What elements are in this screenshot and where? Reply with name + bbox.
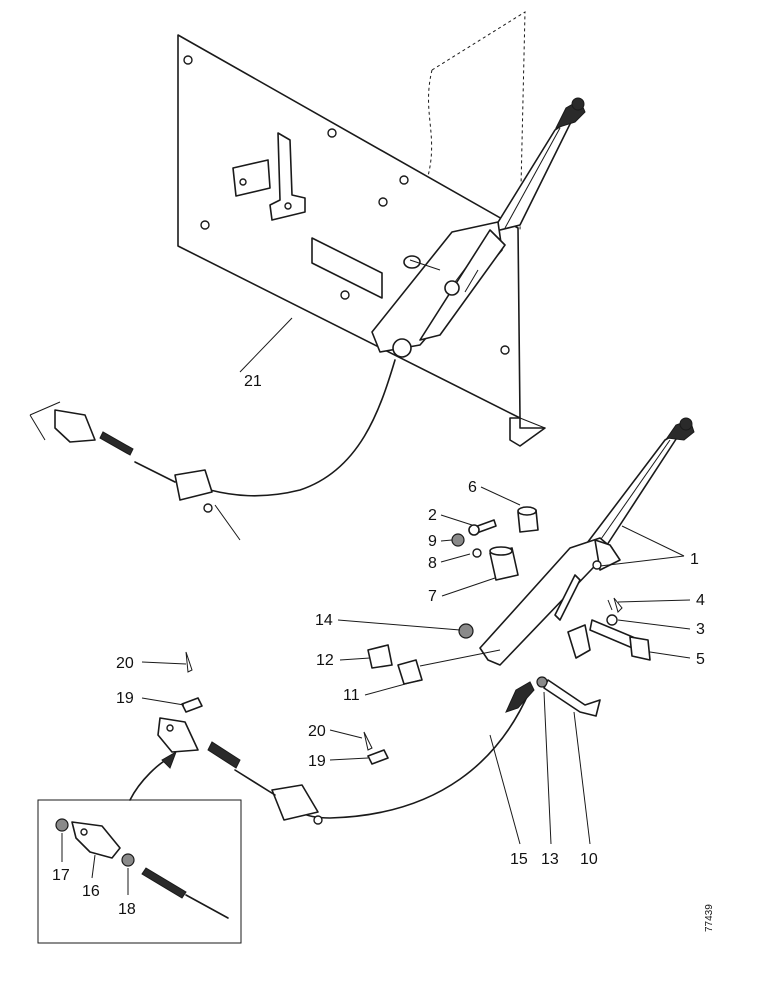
callout-19-lower: 19: [308, 753, 326, 770]
nut-13: [536, 676, 548, 688]
upper-lever-side-plate: [419, 229, 506, 341]
callout-13: 13: [541, 851, 559, 868]
callout-labels: 21 1 6 2 9 8 7 4 3 5 14 12 11 20 19 20 1…: [52, 373, 705, 918]
upper-lever-pin: [403, 255, 421, 269]
split-pin-20a: [185, 651, 193, 673]
lower-cable-threaded-end: [207, 741, 241, 769]
lower-cable-abutment: [271, 784, 319, 821]
callout-11: 11: [343, 687, 360, 704]
plate-bracket-left: [232, 159, 271, 197]
drawing-reference-number: 77439: [704, 904, 715, 932]
inset-locknut-18: [121, 853, 135, 867]
plate-hole: [200, 220, 210, 230]
washer-8: [472, 548, 482, 558]
callout-14: 14: [315, 612, 333, 629]
plate-hole: [500, 345, 510, 355]
lower-cable-line: [299, 689, 531, 819]
inset-pointer-curve: [129, 757, 171, 801]
lower-lever-pawl-plate: [594, 539, 621, 571]
upper-lever-assembly: [371, 97, 586, 358]
callout-21: 21: [244, 373, 262, 390]
clip-12: [367, 644, 393, 669]
split-pin-20b: [363, 731, 373, 751]
bolt-10: [543, 679, 601, 717]
callout-8: 8: [428, 555, 437, 572]
upper-cable-abutment: [174, 469, 213, 501]
upper-lever-arm: [491, 117, 574, 233]
plate-hole: [340, 290, 350, 300]
callout-20-lower: 20: [308, 723, 326, 740]
clevis-pin-19a: [181, 697, 203, 713]
callout-7: 7: [428, 588, 437, 605]
split-pin-4: [613, 597, 623, 613]
lower-lever-ratchet-plate: [479, 537, 613, 666]
upper-chassis-bracket: [29, 401, 241, 541]
inset-detail: [37, 750, 242, 944]
plate-hole: [327, 128, 337, 138]
callout-10: 10: [580, 851, 598, 868]
nut-14: [458, 623, 474, 639]
plate-flange: [509, 417, 546, 447]
callout-20-upper: 20: [116, 655, 134, 672]
upper-cable-clevis: [54, 409, 96, 443]
inset-nut-17: [55, 818, 69, 832]
plate-hole: [399, 175, 409, 185]
leader-lines: [61, 317, 691, 895]
lower-lever-arm: [577, 429, 683, 556]
lower-lever-slot: [554, 574, 581, 621]
lower-lever-assembly: [479, 417, 695, 666]
callout-6: 6: [468, 479, 477, 496]
plate-bracket-right: [269, 132, 306, 221]
inset-clevis-16: [71, 821, 121, 859]
inset-pointer-arrowhead: [161, 750, 177, 769]
nut-9: [451, 533, 465, 547]
lower-lever-clevis-bracket: [567, 624, 591, 659]
callout-4: 4: [696, 592, 705, 609]
upper-lever-pivot-nut: [392, 338, 412, 358]
callout-9: 9: [428, 533, 437, 550]
small-parts: [181, 506, 651, 765]
plate-hole: [378, 197, 388, 207]
washer-3: [606, 614, 618, 626]
callout-18: 18: [118, 901, 136, 918]
inset-frame: [37, 799, 242, 944]
bush-11: [397, 659, 423, 685]
callout-15: 15: [510, 851, 528, 868]
plate-hole: [183, 55, 193, 65]
upper-cable-line: [209, 359, 396, 497]
callout-5: 5: [696, 651, 705, 668]
plate-slot: [311, 237, 383, 299]
callout-1: 1: [690, 551, 699, 568]
callout-19-upper: 19: [116, 690, 134, 707]
callout-2: 2: [428, 507, 437, 524]
upper-cable-threaded-end: [99, 431, 134, 456]
lower-cable-adjuster: [505, 681, 535, 713]
lower-cable: [157, 681, 535, 825]
callout-17: 17: [52, 867, 70, 884]
lower-cable-clevis: [157, 717, 199, 753]
callout-3: 3: [696, 621, 705, 638]
callout-16: 16: [82, 883, 100, 900]
upper-cable: [29, 359, 396, 541]
upper-lever-housing: [371, 221, 503, 353]
plate-outline: [177, 34, 521, 419]
clevis-pin-19b: [367, 749, 389, 765]
callout-12: 12: [316, 652, 334, 669]
inset-threaded-rod: [141, 867, 187, 899]
